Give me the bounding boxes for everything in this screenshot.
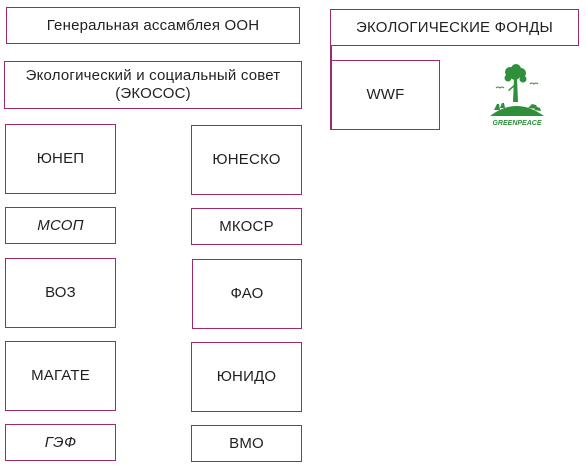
icsu-label: МКОСР [219, 217, 274, 235]
ecosoc-label-line2: (ЭКОСОС) [115, 85, 191, 102]
general-assembly-label: Генеральная ассамблея ООН [46, 16, 260, 34]
ecosoc-label-line1: Экологический и социальный совет [25, 67, 281, 84]
eco-funds-title-box: ЭКОЛОГИЧЕСКИЕ ФОНДЫ [330, 9, 579, 46]
unido-label: ЮНИДО [216, 368, 277, 385]
fao-label: ФАО [230, 285, 264, 302]
general-assembly-box: Генеральная ассамблея ООН [6, 7, 300, 44]
iaea-box: МАГАТЕ [5, 341, 116, 411]
ecosoc-box: Экологический и социальный совет (ЭКОСОС… [4, 61, 302, 109]
unep-label: ЮНЕП [36, 150, 85, 167]
unesco-label: ЮНЕСКО [212, 151, 281, 168]
wmo-box: ВМО [191, 425, 302, 462]
iucn-label: МСОП [37, 216, 84, 234]
eco-funds-title: ЭКОЛОГИЧЕСКИЕ ФОНДЫ [356, 18, 553, 36]
greenpeace-logo: GREENPEACE [490, 64, 544, 127]
who-box: ВОЗ [5, 258, 116, 328]
gef-box: ГЭФ [5, 424, 116, 461]
iaea-label: МАГАТЕ [31, 367, 90, 384]
greenpeace-logo-text: GREENPEACE [492, 120, 541, 127]
eco-funds-connector-vertical [330, 46, 332, 130]
who-label: ВОЗ [45, 284, 76, 301]
wwf-box: WWF [331, 60, 440, 130]
gef-label: ГЭФ [44, 433, 77, 451]
wmo-label: ВМО [229, 434, 264, 452]
wwf-label: WWF [366, 86, 405, 103]
unesco-box: ЮНЕСКО [191, 125, 302, 195]
unido-box: ЮНИДО [191, 342, 302, 412]
unep-box: ЮНЕП [5, 124, 116, 194]
fao-box: ФАО [192, 259, 302, 329]
icsu-box: МКОСР [191, 208, 302, 245]
iucn-box: МСОП [5, 207, 116, 244]
